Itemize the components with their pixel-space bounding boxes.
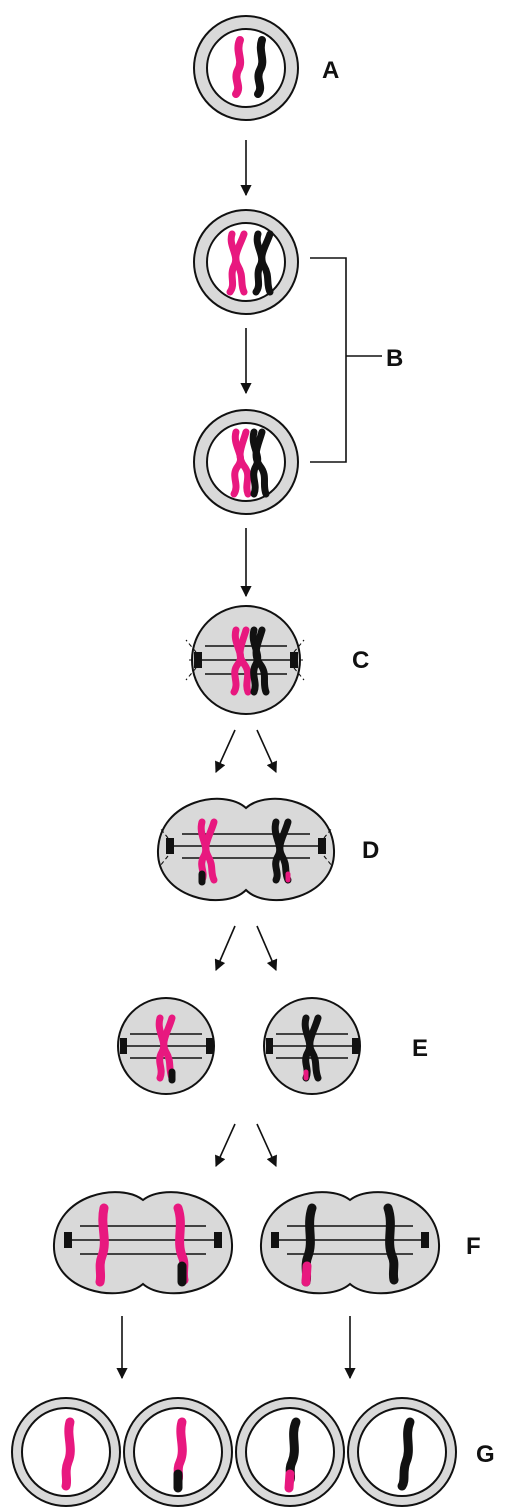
stage-g-gamete-1 [11,1397,121,1507]
stage-d-cell [156,797,336,902]
stage-a-paternal-chromosome [254,36,267,98]
stage-g-gamete-2 [123,1397,233,1507]
stage-b-cell-1 [193,209,299,315]
label-c: C [352,647,369,674]
stage-g3-tip-pink [284,1469,295,1493]
stage-a-maternal-chromosome [232,36,245,98]
arrow-c-to-d-left [215,729,236,774]
stage-g1-chromosome [61,1417,75,1491]
stage-g-gamete-4 [347,1397,457,1507]
stage-c-maternal-chromatid-left [230,626,244,696]
stage-b2-paternal-chromatid-right [252,428,270,498]
stage-d-paternal-chromatid-left [271,818,284,884]
stage-f-left-chromatid-1 [95,1203,109,1287]
stage-f-cell-right [259,1191,441,1295]
label-e: E [412,1035,428,1062]
stage-f-right-tip-pink [301,1261,312,1287]
label-b: B [386,345,403,372]
stage-f-cell-left [52,1191,234,1295]
arrow-c-to-d-right [256,729,277,774]
stage-g-gamete-3 [235,1397,345,1507]
stage-e-left-chromatid-1 [155,1014,168,1082]
stage-f-right-chromatid-2 [383,1203,399,1285]
stage-b2-maternal-chromatid-right [236,428,252,498]
stage-g4-chromosome [397,1417,415,1491]
stage-e-cell-left [117,997,215,1095]
stage-e-cell-right [263,997,361,1095]
label-f: F [466,1233,481,1260]
label-a: A [322,57,339,84]
stage-b-bracket [310,257,382,463]
stage-b1-maternal-chromatid-left [226,230,240,296]
stage-c-maternal-chromatid-right [236,626,252,696]
arrow-e-to-f-left [215,1123,236,1168]
stage-c-cell [185,605,305,715]
label-d: D [362,837,379,864]
stage-b1-maternal-chromatid-right [232,230,248,296]
stage-b1-paternal-chromatid-left [252,230,266,296]
stage-e-right-chromatid-2 [306,1014,322,1082]
stage-b-cell-2 [193,409,299,515]
arrow-d-to-e-right [256,925,278,972]
arrow-d-to-e-left [214,925,236,972]
stage-d-maternal-chromatid-right [202,818,218,884]
stage-b2-maternal-chromatid-left [230,428,244,498]
arrow-e-to-f-right [256,1123,277,1168]
label-g: G [476,1441,495,1468]
stage-b1-paternal-chromatid-right [258,230,274,296]
stage-a-cell [193,15,299,121]
stage-c-paternal-chromatid-right [252,626,270,696]
